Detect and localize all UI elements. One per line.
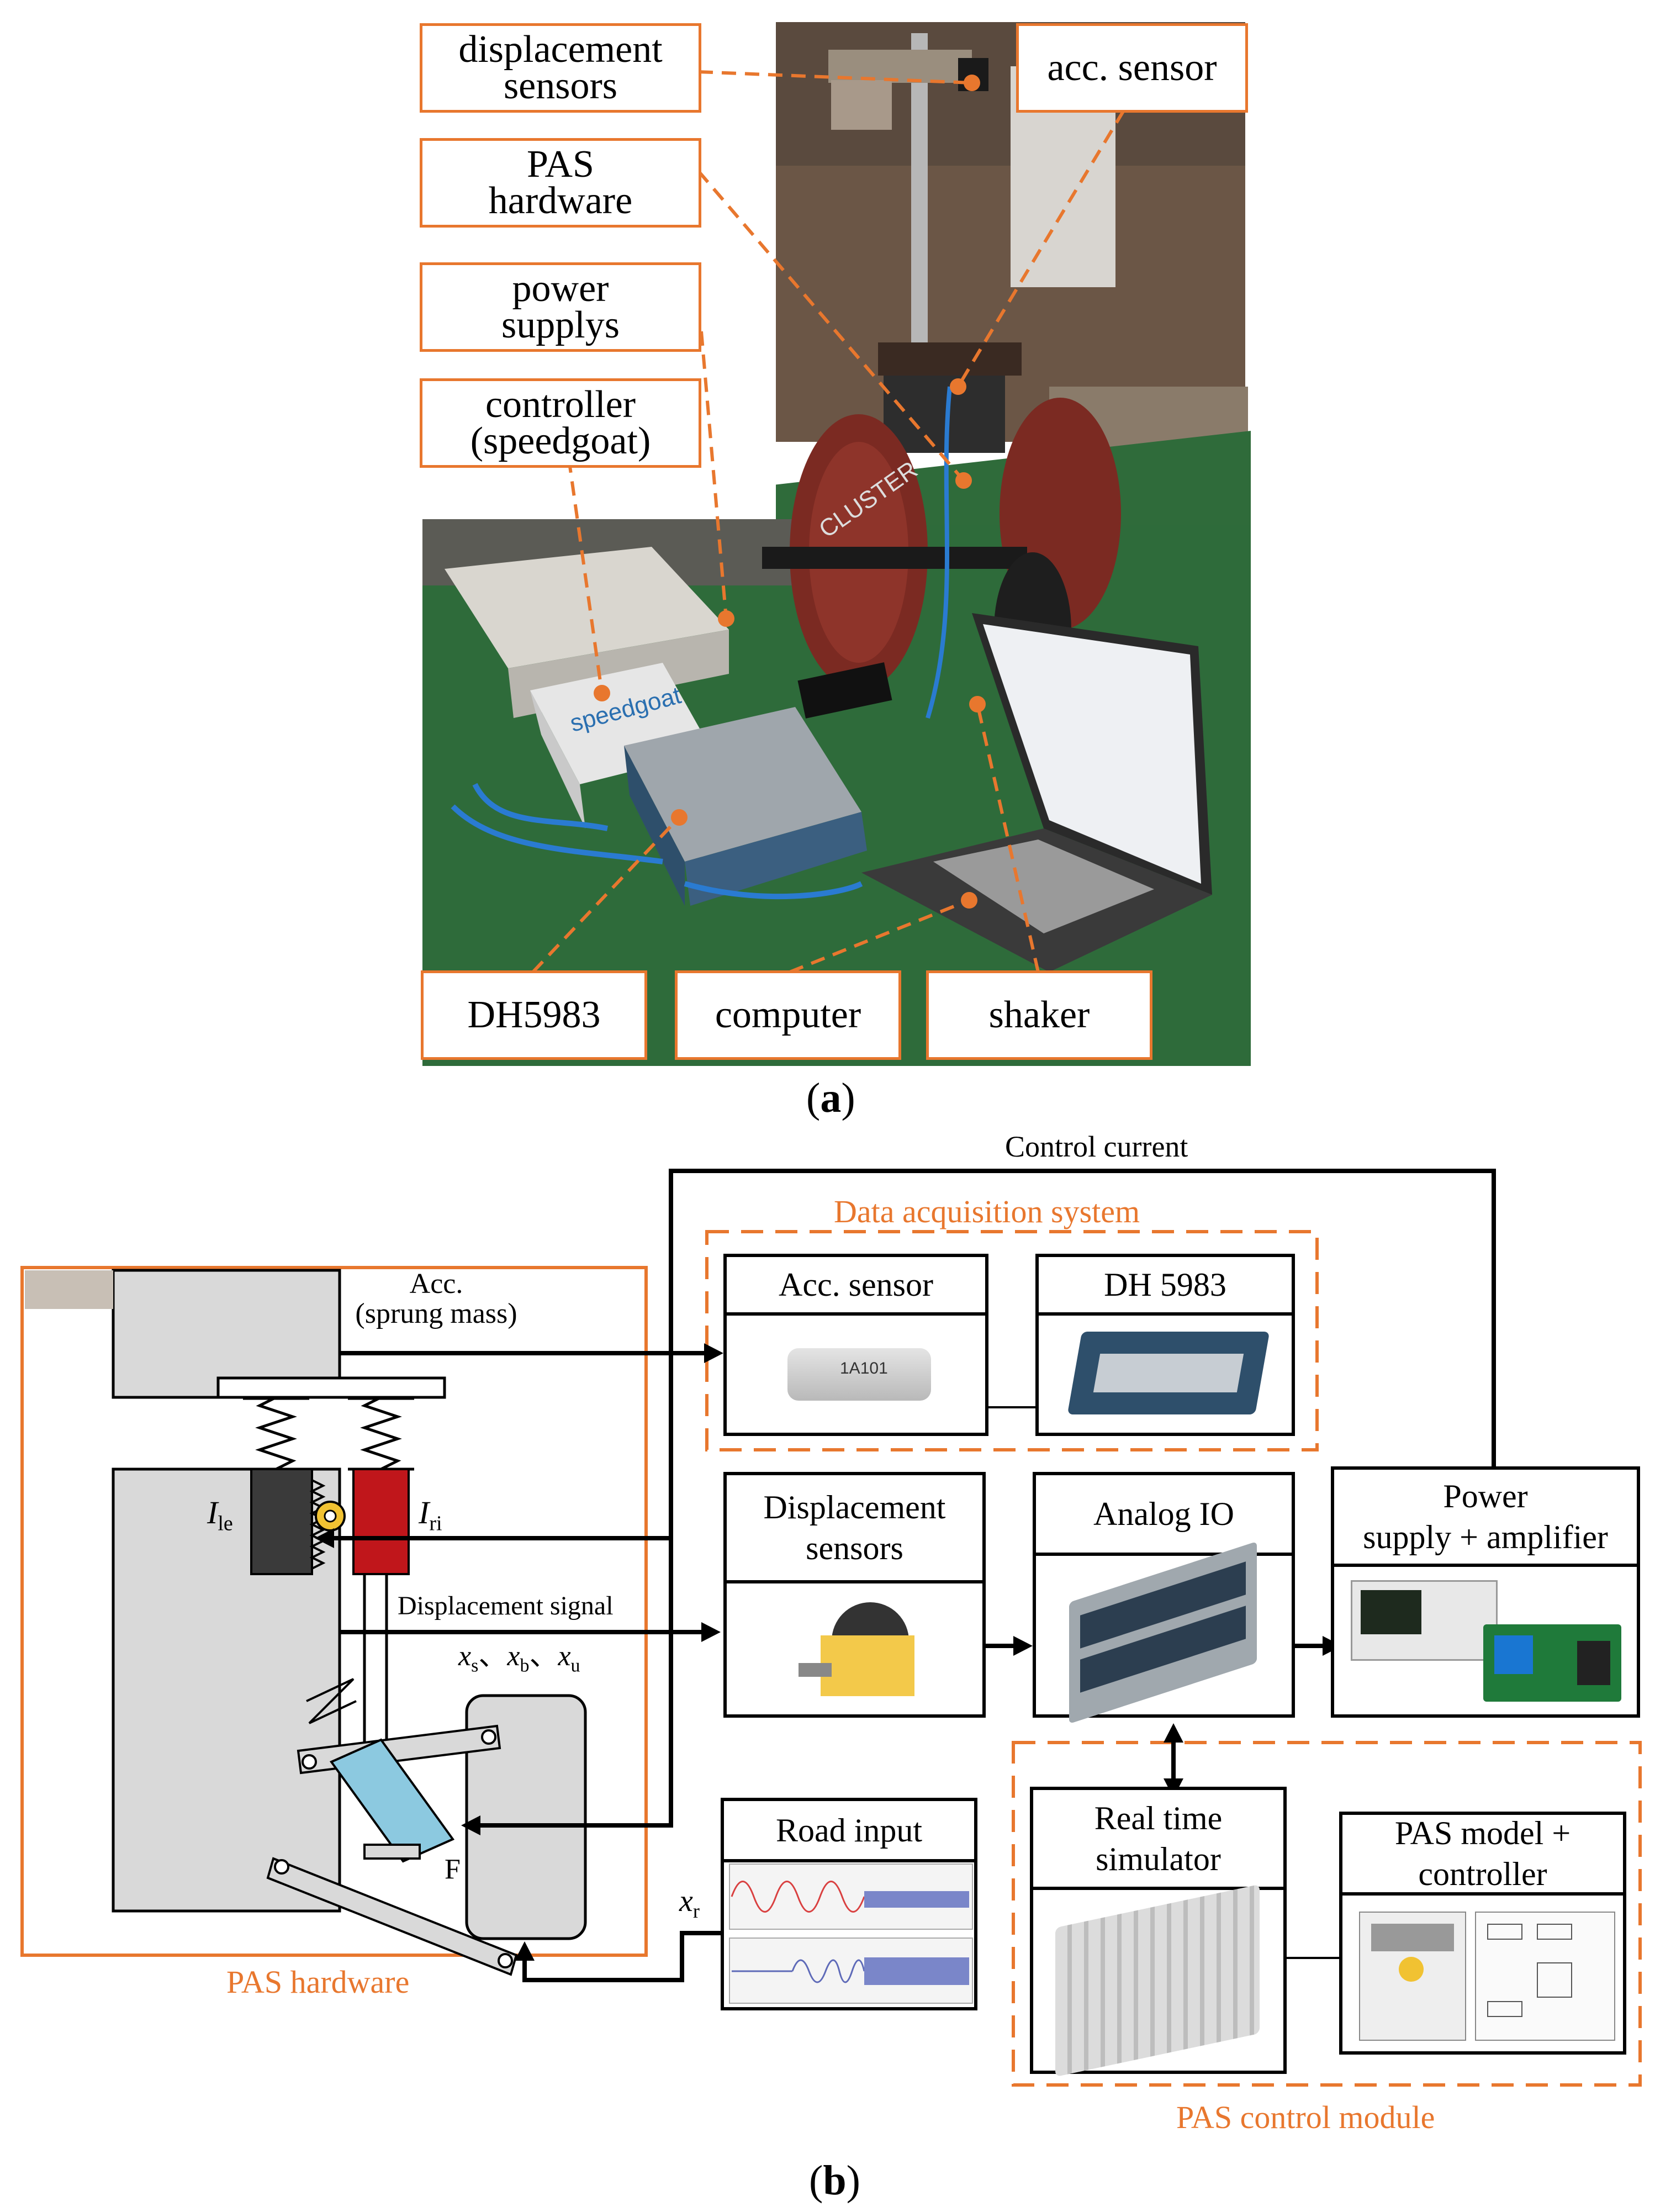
i-ri-sub: ri — [429, 1512, 442, 1535]
label-acc-sensor: acc. sensor — [1016, 23, 1248, 113]
xr-label: xr — [679, 1883, 700, 1923]
xu-var: x — [558, 1640, 571, 1672]
xb-sub: b — [520, 1655, 530, 1676]
pas-hardware-title: PAS hardware — [226, 1964, 410, 2000]
xs-sub: s — [471, 1655, 479, 1676]
real-time-simulator-title: Real time simulator — [1033, 1790, 1283, 1890]
xr-var: x — [679, 1884, 693, 1918]
acc-sensor-image: 1A101 — [787, 1348, 931, 1401]
road-input-block: Road input — [721, 1798, 977, 2010]
pas-model-block: PAS model + controller — [1339, 1812, 1626, 2055]
dh5983-block: DH 5983 — [1035, 1254, 1295, 1436]
displacement-signal-label: Displacement signal — [398, 1591, 614, 1620]
displacement-vars-label: xs、xb、xu — [458, 1632, 580, 1676]
force-label: F — [445, 1854, 461, 1885]
xr-sub: r — [692, 1900, 700, 1923]
amplifier-board-image — [1483, 1624, 1621, 1702]
label-computer: computer — [675, 970, 901, 1060]
leader-lines — [531, 70, 1125, 974]
caption-b: (b) — [809, 2157, 860, 2204]
i-ri-label: Iri — [419, 1494, 442, 1536]
label-power-supplys: power supplys — [420, 262, 701, 352]
xu-sub: u — [570, 1655, 580, 1676]
controller-diagram-thumb — [1475, 1912, 1615, 2041]
xb-var: x — [507, 1640, 520, 1672]
sep-2: 、 — [529, 1640, 558, 1672]
i-le-main: I — [207, 1495, 218, 1530]
road-input-plot — [729, 1863, 973, 2004]
pas-model-title: PAS model + controller — [1342, 1815, 1623, 1896]
label-controller: controller (speedgoat) — [420, 378, 701, 468]
power-supply-block: Power supply + amplifier — [1331, 1466, 1640, 1718]
displacement-sensor-image — [799, 1602, 914, 1696]
analog-io-block: Analog IO — [1033, 1472, 1295, 1724]
real-time-simulator-block: Real time simulator — [1030, 1787, 1287, 2077]
dh5983-title: DH 5983 — [1039, 1257, 1292, 1316]
analog-io-image — [1069, 1541, 1257, 1724]
power-supply-image — [1351, 1580, 1498, 1661]
dh5983-image — [1067, 1332, 1270, 1414]
i-le-label: Ile — [207, 1494, 233, 1536]
displacement-sensors-title: Displacement sensors — [727, 1475, 982, 1583]
speedgoat-image — [1055, 1884, 1260, 2077]
pas-control-module-label: PAS control module — [1176, 2099, 1435, 2135]
acc-sensor-block: Acc. sensor 1A101 — [723, 1254, 988, 1436]
label-displacement-sensors: displacement sensors — [420, 23, 701, 113]
label-shaker: shaker — [926, 970, 1152, 1060]
sep-1: 、 — [478, 1640, 507, 1672]
data-acquisition-system-label: Data acquisition system — [834, 1194, 1140, 1229]
xs-var: x — [458, 1640, 472, 1672]
power-supply-title: Power supply + amplifier — [1334, 1470, 1637, 1567]
road-input-title: Road input — [724, 1801, 974, 1862]
caption-b-letter: b — [823, 2157, 847, 2204]
analog-io-title: Analog IO — [1036, 1475, 1292, 1556]
displacement-sensors-block: Displacement sensors — [723, 1472, 986, 1718]
pas-model-thumb — [1359, 1912, 1466, 2041]
label-pas-hardware: PAS hardware — [420, 138, 701, 228]
caption-a: (a) — [806, 1075, 855, 1121]
caption-a-letter: a — [820, 1075, 842, 1121]
i-le-sub: le — [218, 1512, 233, 1535]
label-dh5983: DH5983 — [421, 970, 647, 1060]
acc-sensor-model: 1A101 — [840, 1359, 888, 1377]
i-ri-main: I — [419, 1495, 430, 1530]
acc-sprung-mass-label: Acc. (sprung mass) — [355, 1268, 517, 1329]
pas-hardware-photo-strip — [25, 1270, 113, 1309]
acc-sensor-title: Acc. sensor — [727, 1257, 985, 1316]
control-current-label: Control current — [1005, 1130, 1188, 1163]
